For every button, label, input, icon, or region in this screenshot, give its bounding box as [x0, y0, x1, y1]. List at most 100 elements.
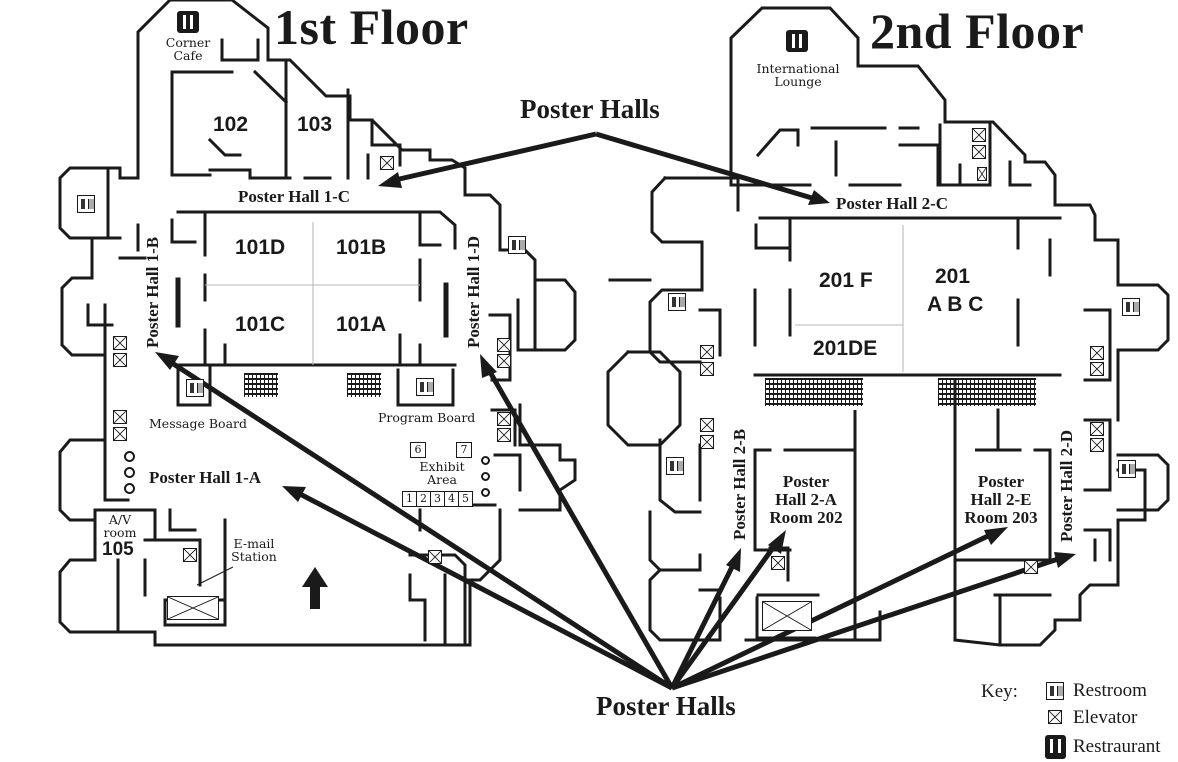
room-102-label[interactable]: 102: [213, 113, 249, 136]
room-202-line1: Poster: [782, 472, 830, 491]
callout-arrows: [155, 131, 1076, 691]
international-lounge-label: International Lounge: [756, 61, 840, 89]
elevator-icon: [1048, 710, 1062, 724]
key-restaurant-label: Restraurant: [1073, 736, 1161, 757]
elevator-icon: [1024, 560, 1038, 574]
elevator-icon: [113, 410, 127, 424]
room-203-line3: Room 203: [964, 507, 1038, 527]
elevator-icon: [113, 353, 127, 367]
poster-hall-2d-label[interactable]: Poster Hall 2-D: [1057, 429, 1076, 542]
elevator-icon: [183, 548, 197, 562]
room-201f-label[interactable]: 201 F: [819, 269, 873, 292]
room-201abc-label[interactable]: A B C: [927, 293, 984, 316]
elevator-icon: [428, 550, 442, 564]
exhibit-booth-1[interactable]: 1: [402, 491, 417, 507]
room-101b-label[interactable]: 101B: [336, 236, 387, 259]
elevator-icon: [113, 336, 127, 350]
poster-hall-2c-label[interactable]: Poster Hall 2-C: [836, 194, 949, 213]
program-board-label: Program Board: [378, 410, 476, 425]
corner-cafe-label: Corner Cafe: [165, 35, 211, 63]
elevator-icon: [497, 338, 511, 352]
elevator-icon: [497, 428, 511, 442]
elevator-icon: [700, 345, 714, 359]
email-station-pointer: [196, 566, 234, 586]
stairs-icon: [765, 378, 863, 406]
room-203-line2: Hall 2-E: [970, 489, 1032, 509]
restroom-icon: [186, 379, 204, 397]
elevator-icon: [497, 354, 511, 368]
room-202-block[interactable]: Poster Hall 2-A Room 202: [762, 473, 850, 527]
info-point-icon: [481, 472, 490, 481]
restroom-icon: [1122, 298, 1140, 316]
poster-halls-callout-bottom: Poster Halls: [596, 691, 736, 721]
freight-elevator-icon: [167, 596, 219, 620]
elevator-icon: [700, 435, 714, 449]
room-201-label[interactable]: 201: [935, 265, 971, 288]
arrow-to-room-202: [669, 543, 778, 690]
exhibit-booth-7[interactable]: 7: [456, 442, 472, 458]
second-floor-walls: [606, 6, 1170, 647]
room-101a-label[interactable]: 101A: [336, 313, 387, 336]
key-elevator-label: Elevator: [1073, 707, 1138, 728]
restaurant-icon: [786, 30, 808, 52]
arrow-to-hall-1b: [170, 360, 674, 691]
elevator-icon: [972, 145, 986, 159]
room-201de-label[interactable]: 201DE: [813, 337, 878, 360]
exhibit-booth-5[interactable]: 5: [458, 491, 473, 507]
arrow-to-hall-1c: [394, 131, 597, 183]
elevator-icon: [771, 556, 785, 570]
restroom-icon: [1118, 460, 1136, 478]
restroom-icon: [666, 457, 684, 475]
poster-hall-1d-label[interactable]: Poster Hall 1-D: [464, 235, 483, 348]
room-103-label[interactable]: 103: [297, 113, 333, 136]
email-station-label: E-mail Station: [231, 536, 277, 564]
av-room-label: A/V room: [103, 512, 137, 541]
arrow-to-hall-2c: [595, 131, 813, 201]
arrow-to-hall-1a: [298, 491, 674, 691]
exhibit-booth-6[interactable]: 6: [410, 442, 426, 458]
restaurant-icon: [1045, 735, 1066, 759]
restroom-icon: [416, 378, 434, 396]
elevator-icon: [1090, 346, 1104, 360]
elevator-icon: [977, 167, 987, 181]
key-title: Key:: [981, 681, 1018, 702]
room-105-label[interactable]: 105: [102, 539, 134, 560]
exhibit-booth-row: 1 2 3 4 5: [402, 491, 473, 507]
elevator-icon: [1090, 438, 1104, 452]
info-point-icon: [124, 467, 135, 478]
elevator-icon: [700, 418, 714, 432]
message-board-label: Message Board: [149, 416, 247, 431]
stairs-icon: [347, 373, 381, 397]
arrow-to-hall-2b: [669, 563, 736, 690]
restroom-icon: [77, 195, 95, 213]
restaurant-icon: [177, 11, 199, 33]
exhibit-area-label: Exhibit Area: [419, 459, 465, 487]
exhibit-booth-2[interactable]: 2: [416, 491, 431, 507]
elevator-icon: [972, 128, 986, 142]
info-point-icon: [124, 483, 135, 494]
room-101d-label[interactable]: 101D: [235, 236, 286, 259]
room-203-line1: Poster: [977, 472, 1025, 491]
arrow-to-hall-1d: [487, 370, 675, 690]
poster-hall-2b-label[interactable]: Poster Hall 2-B: [730, 428, 749, 540]
room-203-block[interactable]: Poster Hall 2-E Room 203: [957, 473, 1045, 527]
elevator-icon: [380, 156, 394, 170]
poster-hall-1b-label[interactable]: Poster Hall 1-B: [143, 236, 162, 348]
restroom-icon: [668, 293, 686, 311]
elevator-icon: [113, 427, 127, 441]
freight-elevator-icon: [762, 601, 812, 631]
exhibit-booth-3[interactable]: 3: [430, 491, 445, 507]
stairs-icon: [938, 378, 1036, 406]
elevator-icon: [1090, 362, 1104, 376]
entrance-arrow-icon: [302, 567, 328, 609]
stairs-icon: [244, 373, 278, 397]
first-floor-walls: [58, 0, 577, 647]
room-101c-label[interactable]: 101C: [235, 313, 286, 336]
room-202-line3: Room 202: [769, 507, 843, 527]
poster-hall-1c-label[interactable]: Poster Hall 1-C: [238, 187, 351, 206]
poster-halls-callout-top: Poster Halls: [520, 94, 660, 124]
second-floor-title: 2nd Floor: [870, 3, 1085, 59]
poster-hall-1a-label[interactable]: Poster Hall 1-A: [149, 468, 262, 487]
exhibit-booth-4[interactable]: 4: [444, 491, 459, 507]
